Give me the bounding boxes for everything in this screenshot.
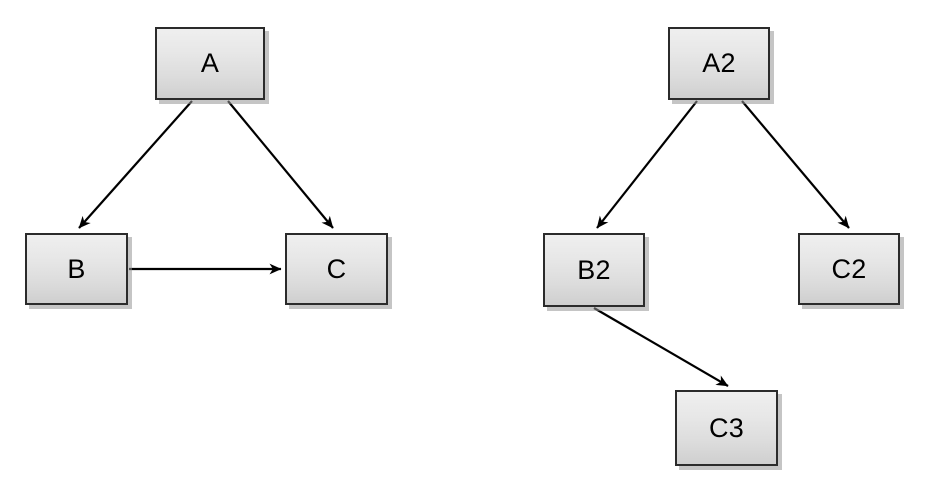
node-c2[interactable]: C2 (798, 233, 900, 305)
node-b2[interactable]: B2 (543, 233, 645, 307)
node-a[interactable]: A (155, 27, 265, 100)
edge-a-to-c (227, 100, 334, 229)
edge-a2-to-b2 (596, 100, 698, 229)
node-a2-label: A2 (702, 48, 736, 78)
node-a-label: A (200, 48, 220, 78)
node-c[interactable]: C (285, 233, 388, 305)
edge-a2-to-c2 (741, 100, 850, 229)
node-b[interactable]: B (25, 233, 128, 305)
node-c2-label: C2 (831, 253, 867, 284)
node-c3-label: C3 (709, 412, 744, 443)
node-b2-label: B2 (577, 254, 611, 285)
edge-a-to-b (78, 100, 193, 229)
node-a2[interactable]: A2 (668, 27, 770, 100)
node-b-label: B (67, 253, 86, 284)
node-c3[interactable]: C3 (675, 390, 778, 466)
edge-b2-to-c3 (593, 307, 729, 387)
node-c-label: C (326, 253, 347, 284)
